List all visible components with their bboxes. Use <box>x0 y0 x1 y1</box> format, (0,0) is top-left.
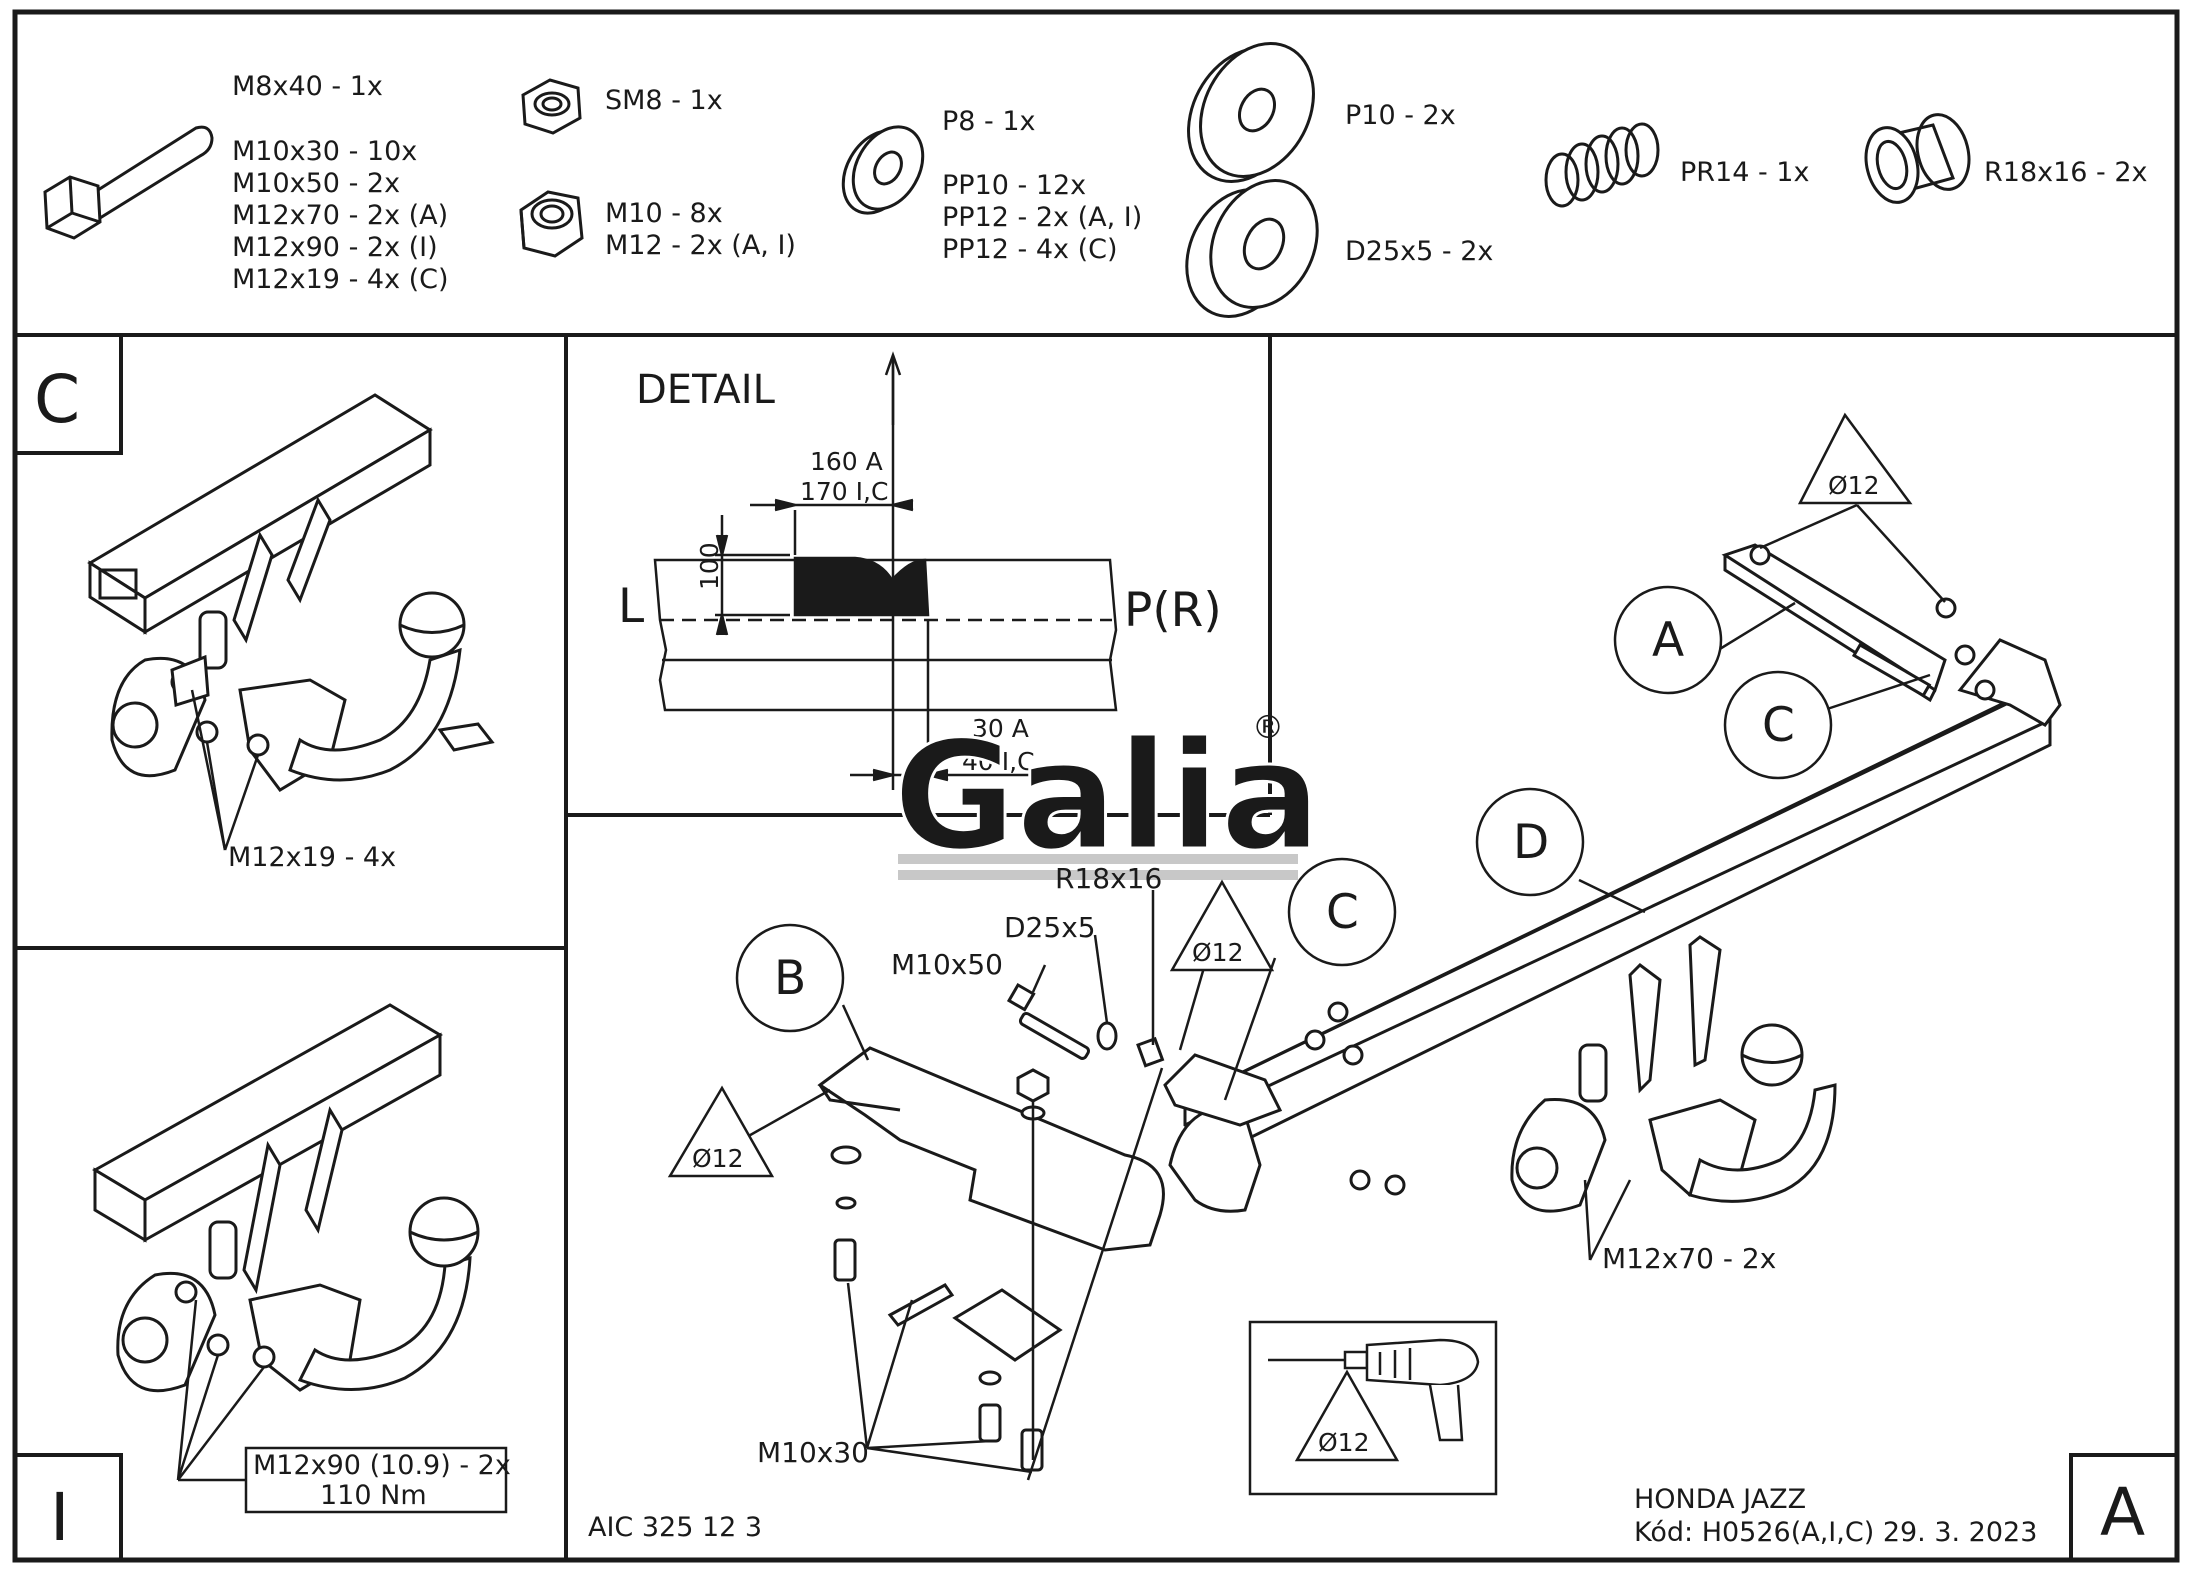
nut-line-0: M10 - 8x <box>605 198 723 229</box>
p10-label: P10 - 2x <box>1345 100 1456 131</box>
footer-kod: Kód: H0526(A,I,C) 29. 3. 2023 <box>1634 1517 2037 1548</box>
callout-circles <box>735 585 1833 1033</box>
label-m12x70: M12x70 - 2x <box>1602 1242 1776 1275</box>
washer-d25-icon <box>1185 179 1319 318</box>
panel-c-letter-box <box>13 333 123 455</box>
triangle-1-label: Ø12 <box>1828 471 1880 500</box>
washer-line-1: PP10 - 12x <box>942 170 1086 201</box>
footer-code: AIC 325 12 3 <box>588 1512 762 1543</box>
detail-dim-vertical: 100 <box>695 542 724 590</box>
circle-c-mid: C <box>1326 885 1359 940</box>
detail-dim-top-1: 160 A <box>810 447 883 476</box>
detail-dim-top-2: 170 I,C <box>800 477 888 506</box>
d25-label: D25x5 - 2x <box>1345 236 1493 267</box>
spring-label: PR14 - 1x <box>1680 157 1809 188</box>
panel-i-drawing <box>92 1003 480 1393</box>
triangle-3-label: Ø12 <box>692 1144 744 1173</box>
footer-model: HONDA JAZZ <box>1634 1484 1806 1515</box>
detail-dim-bottom-2: 40 I,C <box>962 747 1035 776</box>
panel-a-letter: A <box>2100 1474 2145 1551</box>
drill-triangles <box>667 412 1913 1462</box>
panel-c-leaders <box>190 689 260 851</box>
bolt-line-3: M12x70 - 2x (A) <box>232 200 448 231</box>
sleeve-icon <box>1864 113 1971 204</box>
panel-a-letter-box <box>2069 1453 2179 1562</box>
washer-p10-icon <box>1187 42 1315 183</box>
panel-i-callout-line2: 110 Nm <box>320 1480 427 1511</box>
bolt-line-1: M10x30 - 10x <box>232 136 417 167</box>
detail-dim-bottom-1: 30 A <box>972 714 1029 743</box>
drill-box <box>1248 1320 1498 1496</box>
bolt-line-4: M12x90 - 2x (I) <box>232 232 438 263</box>
circle-c-top: C <box>1762 698 1795 753</box>
washer-line-2: PP12 - 2x (A, I) <box>942 202 1142 233</box>
washer-small-icon <box>841 125 925 215</box>
galia-logo: Galia ® <box>892 708 1323 886</box>
detail-right-label: P(R) <box>1124 583 1222 638</box>
label-r18x16: R18x16 <box>1055 862 1162 895</box>
label-d25x5: D25x5 <box>1004 911 1096 944</box>
bolt-line-5: M12x19 - 4x (C) <box>232 264 449 295</box>
circle-a: A <box>1652 613 1684 668</box>
main-leaders <box>744 503 1946 1481</box>
sm8-nut-icon <box>521 78 582 135</box>
panel-c-drawing <box>87 393 495 792</box>
panel-i-letter: I <box>50 1479 69 1556</box>
panel-i-leaders <box>176 1299 508 1514</box>
sm8-label: SM8 - 1x <box>605 85 723 116</box>
sleeve-label: R18x16 - 2x <box>1984 157 2148 188</box>
triangle-2-label: Ø12 <box>1192 938 1244 967</box>
m10-nut-icon <box>519 190 584 258</box>
detail-title: DETAIL <box>636 367 776 413</box>
washer-line-0: P8 - 1x <box>942 106 1036 137</box>
panel-c-letter: C <box>34 361 80 438</box>
label-m10x50: M10x50 <box>891 948 1003 981</box>
main-assembly <box>817 543 2062 1472</box>
panel-c-callout: M12x19 - 4x <box>228 842 396 873</box>
parts-text: M8x40 - 1x M10x30 - 10x M10x50 - 2x M12x… <box>232 71 2148 295</box>
spring-icon <box>1544 122 1660 208</box>
triangle-4-label: Ø12 <box>1318 1428 1370 1457</box>
panel-i-callout-line1: M12x90 (10.9) - 2x <box>253 1450 511 1481</box>
logo-registered: ® <box>1252 708 1284 746</box>
panel-i-letter-box <box>13 1453 123 1562</box>
sheet-frame <box>12 9 2180 1563</box>
washer-line-3: PP12 - 4x (C) <box>942 234 1118 265</box>
drill-icon <box>1268 1338 1480 1442</box>
detail-left-label: L <box>618 579 644 634</box>
circle-d: D <box>1513 815 1549 870</box>
parts-row <box>43 42 1971 318</box>
bolt-icon <box>43 125 214 240</box>
detail-drawing <box>653 351 1118 790</box>
circle-b: B <box>774 951 806 1006</box>
label-m10x30: M10x30 <box>757 1436 869 1469</box>
bolt-line-2: M10x50 - 2x <box>232 168 400 199</box>
nut-line-1: M12 - 2x (A, I) <box>605 230 796 261</box>
bolt-line-0: M8x40 - 1x <box>232 71 383 102</box>
